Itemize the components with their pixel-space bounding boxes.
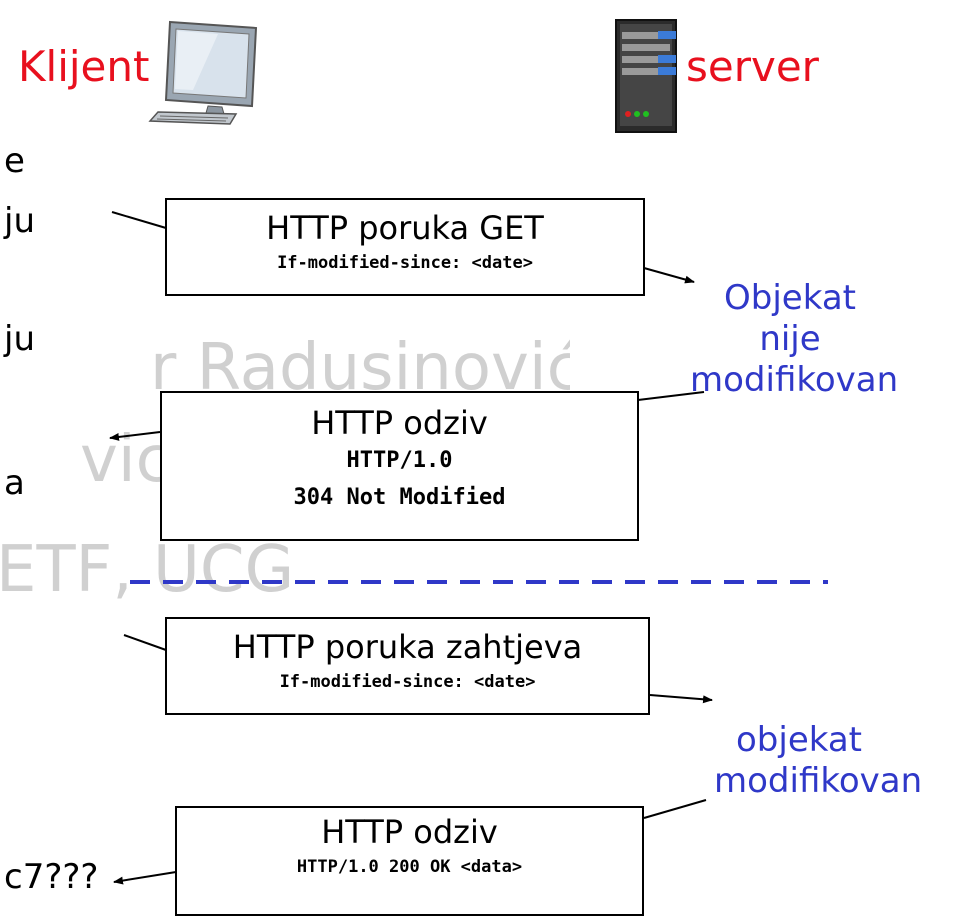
get-request-header: If-modified-since: <date>: [277, 252, 533, 273]
not-modified-response-box: HTTP odziv HTTP/1.0 304 Not Modified: [160, 391, 639, 541]
left-fragment-4: a: [4, 463, 25, 503]
note-modified: objekat modifikovan: [714, 720, 954, 802]
get-request-title: HTTP poruka GET: [266, 209, 544, 247]
ok-response-arrow-out: [113, 871, 177, 885]
left-fragment-1: e: [4, 141, 25, 181]
not-modified-response-version: HTTP/1.0: [346, 447, 453, 473]
request2-header: If-modified-since: <date>: [279, 671, 536, 692]
request2-box: HTTP poruka zahtjeva If-modified-since: …: [165, 617, 650, 715]
request2-arrow-out: [649, 694, 713, 704]
request2-line-in: [123, 634, 167, 651]
not-modified-arrow-out: [109, 431, 161, 441]
not-modified-response-status: 304 Not Modified: [293, 484, 506, 510]
note-not-modified-line-3: modifikovan: [690, 359, 899, 400]
watermark-line-1: r Radusinović: [150, 336, 570, 400]
ok-response-status: HTTP/1.0 200 OK <data>: [296, 856, 523, 877]
get-request-line-in: [111, 211, 167, 229]
not-modified-line-in: [637, 391, 705, 401]
not-modified-response-title: HTTP odziv: [311, 404, 488, 442]
left-fragment-3: ju: [4, 319, 35, 359]
client-label: Klijent: [18, 42, 150, 91]
request2-title: HTTP poruka zahtjeva: [232, 628, 583, 666]
left-fragment-2: ju: [4, 201, 35, 241]
note-modified-line-2: modifikovan: [714, 760, 923, 801]
ok-response-title: HTTP odziv: [321, 813, 498, 851]
note-not-modified: Objekat nije modifikovan: [690, 278, 899, 400]
get-request-box: HTTP poruka GET If-modified-since: <date…: [165, 198, 645, 296]
server-tower-icon: [615, 19, 677, 133]
desktop-computer-icon: [148, 20, 258, 125]
server-label: server: [686, 42, 819, 91]
watermark-line-3: ETF, UCG: [0, 533, 295, 607]
ok-response-box: HTTP odziv HTTP/1.0 200 OK <data>: [175, 806, 644, 916]
note-modified-line-1: objekat: [736, 720, 863, 760]
get-request-arrow-out: [643, 267, 695, 284]
note-not-modified-line-2: nije: [759, 318, 821, 359]
ok-response-line-in: [643, 799, 707, 819]
left-fragment-5: c7???: [4, 857, 99, 897]
note-not-modified-line-1: Objekat: [724, 278, 856, 318]
